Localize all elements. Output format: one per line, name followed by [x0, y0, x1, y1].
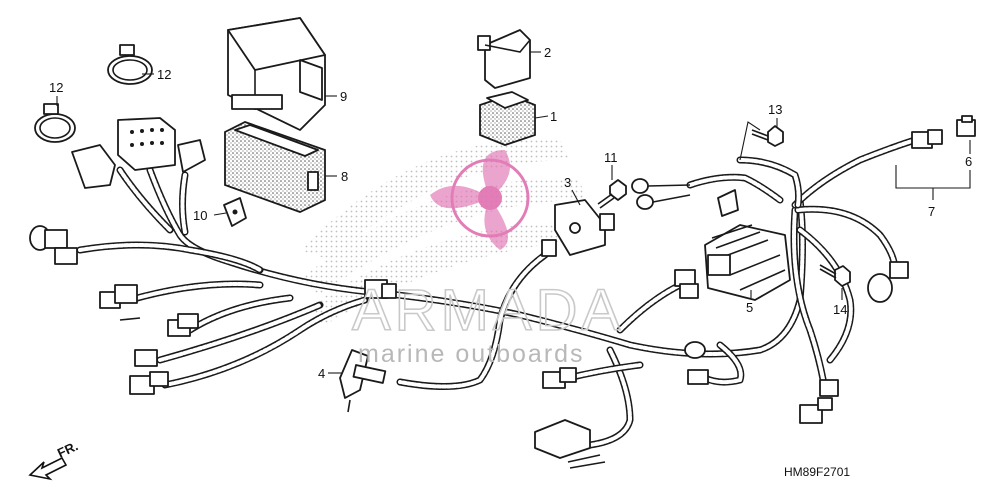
part-4-plug-cap	[339, 349, 387, 413]
part-5-regulator-rectifier	[704, 189, 791, 301]
part-9-control-module	[227, 17, 326, 131]
diagram-code: HM89F2701	[784, 465, 850, 479]
connector-left-lower-c	[129, 371, 169, 395]
part-6-connector	[956, 115, 976, 137]
connector-lower-mid-a	[542, 367, 577, 389]
connector-left-lower-b	[134, 349, 158, 367]
callout-13: 13	[768, 102, 782, 117]
part-2-relay-cover	[477, 29, 531, 89]
callout-8: 8	[341, 169, 348, 184]
front-arrow-icon	[28, 456, 68, 481]
spine-junction-clip	[364, 279, 397, 299]
main-multi-connector	[71, 117, 206, 189]
connector-left-plug	[29, 225, 78, 265]
main-harness-wires	[76, 136, 919, 449]
connector-lower-right-a	[684, 341, 709, 385]
callout-7: 7	[928, 204, 935, 219]
callout-4: 4	[318, 366, 325, 381]
watermark-brand: ARMADA	[352, 278, 624, 343]
callout-14: 14	[833, 302, 847, 317]
connector-left-mid	[99, 284, 141, 321]
callout-6: 6	[965, 154, 972, 169]
part-12-clamp-upper	[107, 44, 153, 85]
front-label: FR.	[55, 438, 80, 460]
callout-3: 3	[564, 175, 571, 190]
callout-12-upper: 12	[157, 67, 171, 82]
callout-leaders	[56, 51, 971, 374]
part-3-starter-relay	[541, 199, 615, 257]
callout-5: 5	[746, 300, 753, 315]
part-1-relay	[479, 91, 536, 146]
connector-right-round	[867, 261, 909, 303]
callout-numbers: 1 2 3 4 5 6 7 8 9 10 11 12 12 13 14	[49, 45, 972, 381]
part-8-module-holder	[224, 121, 326, 213]
part-13-bolt	[751, 125, 784, 147]
part-12-clamp-lower	[34, 103, 76, 143]
callout-1: 1	[550, 109, 557, 124]
callout-2: 2	[544, 45, 551, 60]
connector-mid-right	[674, 269, 699, 299]
callout-11: 11	[604, 150, 618, 165]
connector-lower-right-b	[799, 379, 839, 424]
callout-10: 10	[193, 208, 207, 223]
part-10-bracket	[223, 197, 247, 227]
watermark-propeller-icon	[430, 150, 530, 250]
connector-terminal-pair	[631, 178, 691, 210]
front-direction-indicator: FR.	[28, 438, 80, 481]
connector-lower-mid-b	[534, 419, 606, 469]
part-7-harness-end-connector	[911, 129, 943, 149]
part-14-bolt	[819, 264, 851, 287]
part-11-bolt	[597, 179, 627, 209]
callout-9: 9	[340, 89, 347, 104]
callout-12-lower: 12	[49, 80, 63, 95]
watermark-tagline: marine outboards	[358, 340, 585, 368]
connector-left-lower-a	[167, 313, 199, 337]
